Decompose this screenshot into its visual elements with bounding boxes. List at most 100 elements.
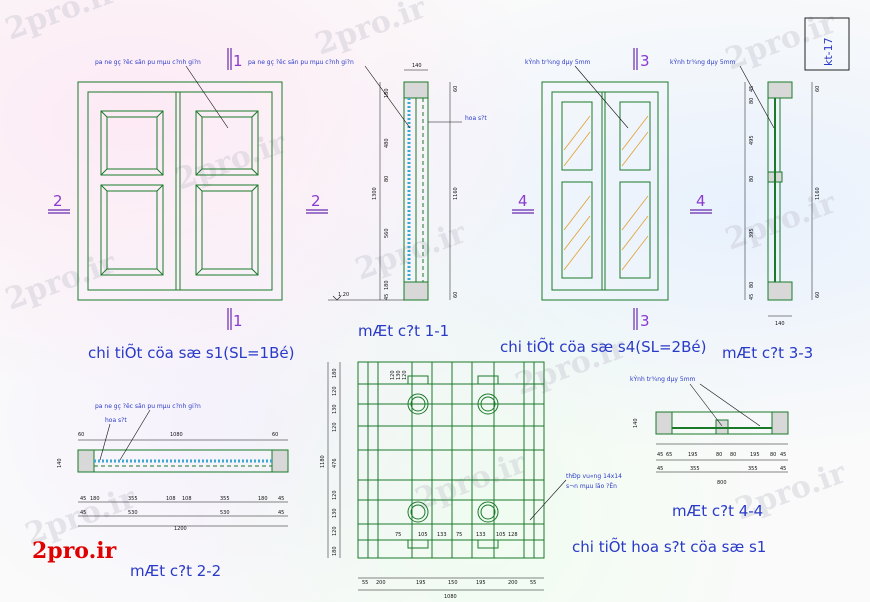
dimension-text: 800	[717, 480, 727, 486]
dimension-text: 195	[750, 452, 760, 458]
leader-line	[574, 65, 629, 129]
dimension-text: 80	[770, 452, 776, 458]
svg-text:130: 130	[332, 404, 338, 414]
svg-text:2pro.ir: 2pro.ir	[351, 215, 472, 288]
dimension-text: 140	[57, 458, 63, 468]
svg-text:105: 105	[496, 532, 506, 538]
dimension-text: 80	[749, 98, 755, 104]
dimension-text: 530	[128, 510, 138, 516]
dimension-text: 108	[182, 496, 192, 502]
section-1-1	[328, 69, 451, 301]
dimension-text: 355	[690, 466, 700, 472]
glass-hatch	[563, 115, 649, 271]
svg-text:476: 476	[332, 458, 338, 468]
dimension-text: 80	[384, 176, 390, 182]
section-mark-3	[633, 48, 638, 330]
svg-text:128: 128	[508, 532, 518, 538]
section-label: 1	[233, 312, 243, 330]
title-section-1-1: mÆt c?t 1-1	[358, 322, 449, 340]
title-grille: chi tiÕt hoa s?t cöa sæ s1	[572, 537, 766, 556]
dimension-text: 45	[278, 496, 284, 502]
grille-dims-left: 180 120 130 120 476 1180 120 130 120 180	[320, 368, 338, 556]
dimension-text: 1200	[174, 526, 187, 532]
svg-text:120: 120	[390, 370, 396, 380]
dimension-text: 140	[775, 321, 785, 327]
steel-note: thĐp vu«ng 14x14	[566, 473, 622, 480]
leader-line	[689, 383, 723, 427]
callout-text: hoa s?t	[465, 115, 487, 122]
svg-text:150: 150	[448, 580, 458, 586]
steel-note: s¬n mµu lăo ?Ěn	[566, 482, 617, 490]
svg-text:120: 120	[402, 370, 408, 380]
section-3-3	[744, 81, 813, 317]
svg-text:180: 180	[332, 546, 338, 556]
dimension-text: 60	[815, 86, 821, 92]
svg-text:130: 130	[396, 370, 402, 380]
dimension-text: 80	[749, 176, 755, 182]
svg-text:55: 55	[362, 580, 368, 586]
grille-detail	[327, 361, 545, 591]
dimension-text: 80	[716, 452, 722, 458]
leader-line	[119, 409, 151, 461]
glass-note: kÝnh tr¾ng dµy 5mm	[525, 59, 591, 66]
grille-dims-bottom: 75 105 133 75 133 105 128 55 200 195 150…	[362, 532, 536, 600]
panel-note: pa ne gç ?ěc săn pu mµu c?nh gi?n	[248, 59, 354, 66]
title-section-3-3: mÆt c?t 3-3	[722, 344, 813, 362]
title-section-2-2: mÆt c?t 2-2	[130, 562, 221, 580]
title-section-4-4: mÆt c?t 4-4	[672, 502, 763, 520]
section-4-4	[655, 411, 789, 473]
section-2-2	[77, 439, 289, 527]
dimension-text: 530	[220, 510, 230, 516]
dimension-text: 80	[749, 282, 755, 288]
glass-note: kÝnh tr¾ng dµy 5mm	[670, 59, 736, 66]
dimension-text: 195	[688, 452, 698, 458]
svg-text:105: 105	[418, 532, 428, 538]
svg-text:130: 130	[332, 508, 338, 518]
leader-line	[529, 479, 567, 521]
dimension-text: 355	[220, 496, 230, 502]
svg-text:1080: 1080	[444, 594, 457, 600]
dimension-text: 1080	[170, 432, 183, 438]
dimension-text: 1160	[453, 187, 459, 200]
svg-text:75: 75	[456, 532, 462, 538]
dimension-text: 65	[666, 452, 672, 458]
section-label: 4	[696, 192, 706, 210]
leader-line	[185, 65, 229, 129]
dimension-text: 560	[384, 228, 390, 238]
dimension-text: 480	[384, 138, 390, 148]
dimension-text: 108	[166, 496, 176, 502]
dimension-text: 355	[128, 496, 138, 502]
dimension-text: 45	[749, 294, 755, 300]
svg-text:133: 133	[437, 532, 447, 538]
svg-text:2pro.ir: 2pro.ir	[721, 185, 842, 258]
section-mark-4	[512, 209, 712, 214]
svg-text:120: 120	[332, 526, 338, 536]
svg-text:200: 200	[376, 580, 386, 586]
dimension-text: 60	[453, 292, 459, 298]
section-label: 3	[640, 52, 650, 70]
svg-text:75: 75	[395, 532, 401, 538]
sheet-code-box: kt-17	[804, 17, 850, 71]
dimension-text: 45	[80, 496, 86, 502]
dimension-text: 45	[657, 466, 663, 472]
dimension-text: 355	[748, 466, 758, 472]
panel-note: pa ne gç ?ěc săn pu mµu c?nh gi?n	[95, 59, 201, 66]
svg-text:2pro.ir: 2pro.ir	[411, 445, 532, 518]
title-window-s1: chi tiÕt cöa sæ s1(SL=1Bé)	[88, 343, 294, 362]
dimension-text: 1300	[372, 187, 378, 200]
dimension-text: 45	[384, 294, 390, 300]
dimension-text: 45	[80, 510, 86, 516]
dimension-text: 140	[633, 418, 639, 428]
svg-text:195: 195	[416, 580, 426, 586]
svg-text:1180: 1180	[320, 455, 326, 468]
section-mark-1	[227, 48, 232, 330]
grille-dims-mid: 120 130 120	[390, 370, 408, 380]
svg-text:120: 120	[332, 490, 338, 500]
section-label: 2	[53, 192, 63, 210]
window-s4-elevation	[541, 81, 669, 301]
dimension-text: 495	[749, 135, 755, 145]
level-mark: 1.20	[338, 292, 349, 298]
sheet-code: kt-17	[822, 37, 835, 66]
dimension-text: 1160	[815, 187, 821, 200]
